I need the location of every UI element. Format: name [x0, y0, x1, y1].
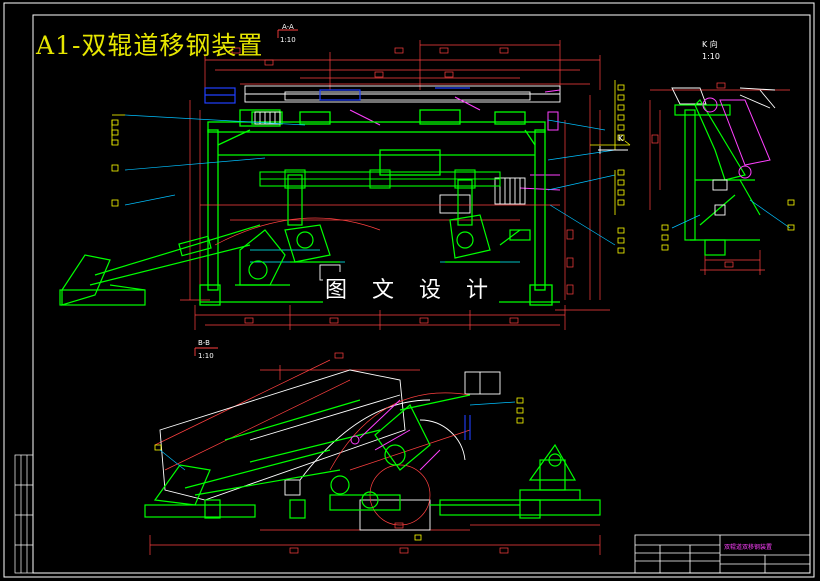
b-view-hatch	[350, 399, 441, 471]
lifting-linkage-right	[445, 179, 531, 263]
part-balloons-right	[590, 80, 631, 254]
b-view-outline	[159, 369, 501, 531]
title-block-name: 双辊道双移钢装置	[724, 544, 773, 551]
view-a-label: A-A	[282, 23, 294, 31]
k-view-dimensions	[649, 82, 790, 275]
k-view-balloons	[661, 199, 795, 251]
main-view	[59, 40, 631, 330]
drawing-title: A1-双辊道移钢装置	[36, 31, 264, 60]
dimension-lines-left	[180, 100, 210, 301]
view-b-label: B-B	[198, 339, 210, 347]
b-view	[144, 352, 601, 555]
roller-table-top	[244, 85, 561, 103]
b-view-balloons	[154, 397, 524, 541]
lifting-linkage-left	[59, 174, 340, 306]
b-view-dimensions	[149, 352, 601, 555]
k-view-roller	[671, 87, 776, 109]
k-view	[649, 82, 795, 275]
title-block	[634, 534, 811, 574]
dimension-lines-right	[555, 95, 610, 311]
b-view-linkage	[144, 394, 601, 519]
view-b-scale: 1:10	[198, 352, 214, 360]
dimension-lines-bottom	[194, 305, 566, 330]
b-view-blue	[464, 415, 471, 440]
leader-lines	[124, 114, 616, 246]
view-k-label: K 向	[702, 40, 718, 49]
inner-border	[32, 14, 811, 574]
motor-units	[254, 111, 526, 281]
section-markers	[194, 29, 298, 356]
transmission-shaft	[259, 169, 501, 189]
binding-strip	[14, 454, 34, 574]
k-view-details	[712, 179, 728, 216]
k-view-hatch	[702, 97, 771, 179]
view-a-scale: 1:10	[280, 36, 296, 44]
k-arrow	[598, 146, 628, 154]
view-k-scale: 1:10	[702, 52, 720, 61]
blue-components	[204, 87, 470, 104]
dimension-lines-top	[204, 40, 601, 90]
b-view-leaders	[159, 401, 516, 471]
k-marker: K	[618, 134, 624, 143]
outer-border	[3, 2, 815, 578]
watermark: 图 文 设 计	[323, 272, 499, 310]
k-view-leaders	[671, 199, 791, 229]
part-balloons-left	[111, 114, 125, 207]
